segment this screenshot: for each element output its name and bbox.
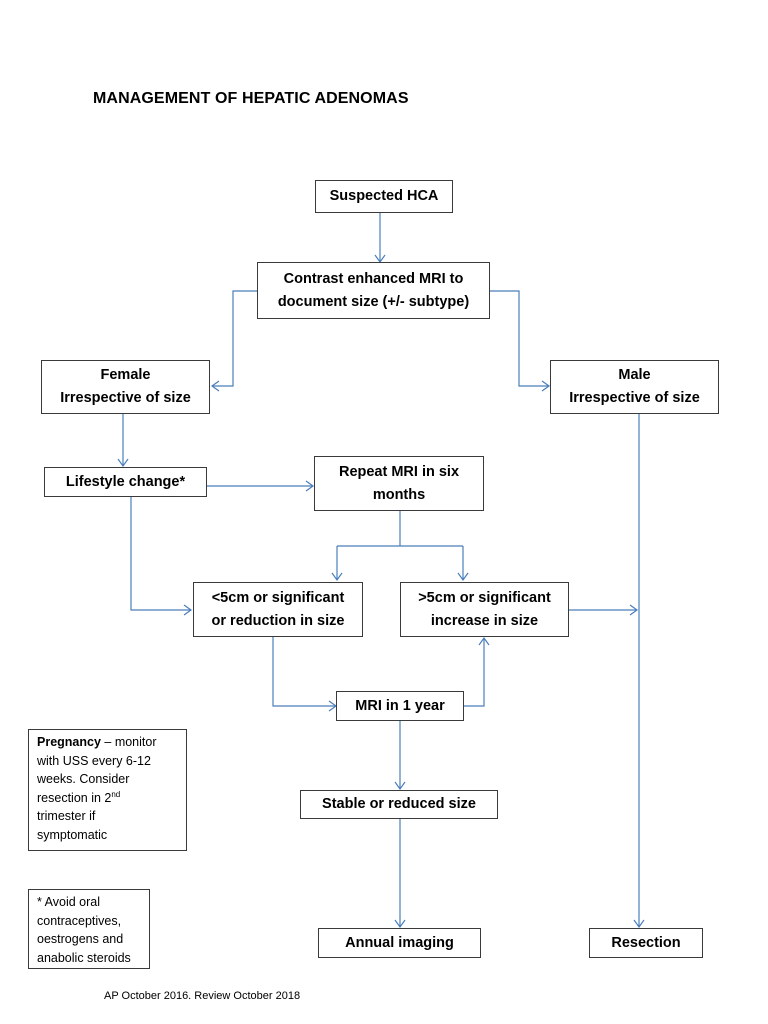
node-suspected-hca: Suspected HCA xyxy=(315,180,453,213)
node-repeat-mri: Repeat MRI in six months xyxy=(314,456,484,511)
node-stable-or-reduced: Stable or reduced size xyxy=(300,790,498,819)
pregnancy-note: Pregnancy – monitor with USS every 6-12 … xyxy=(28,729,187,851)
page-title: MANAGEMENT OF HEPATIC ADENOMAS xyxy=(93,90,409,107)
arrowhead xyxy=(633,919,645,929)
node-large-or-increased: >5cm or significant increase in size xyxy=(400,582,569,637)
arrowhead xyxy=(210,380,220,392)
node-mri-1-year: MRI in 1 year xyxy=(336,691,464,721)
arrowhead xyxy=(457,572,469,582)
arrowhead xyxy=(331,572,343,582)
arrowhead xyxy=(394,781,406,791)
connector-mri-to-female xyxy=(212,290,257,387)
node-resection: Resection xyxy=(589,928,703,958)
pregnancy-heading: Pregnancy xyxy=(37,735,101,749)
node-lifestyle-change: Lifestyle change* xyxy=(44,467,207,497)
footnote-box: * Avoid oral contraceptives, oestrogens … xyxy=(28,889,150,969)
node-contrast-mri: Contrast enhanced MRI to document size (… xyxy=(257,262,490,319)
arrowhead xyxy=(305,480,315,492)
connector-repeat-to-split xyxy=(336,511,464,580)
arrowhead xyxy=(541,380,551,392)
arrowhead xyxy=(117,458,129,468)
node-female: Female Irrespective of size xyxy=(41,360,210,414)
arrowhead xyxy=(629,604,639,616)
node-male: Male Irrespective of size xyxy=(550,360,719,414)
connector-mri-to-male xyxy=(490,290,549,387)
footer-note: AP October 2016. Review October 2018 xyxy=(104,990,301,1002)
arrowhead xyxy=(183,604,193,616)
node-small-or-reduced: <5cm or significant or reduction in size xyxy=(193,582,363,637)
arrowhead xyxy=(394,919,406,929)
connector-small-to-mriyear xyxy=(272,637,336,707)
connector-lifestyle-to-small xyxy=(130,497,191,611)
connector-mriyear-to-large xyxy=(464,638,485,707)
arrowhead xyxy=(478,636,490,646)
node-annual-imaging: Annual imaging xyxy=(318,928,481,958)
